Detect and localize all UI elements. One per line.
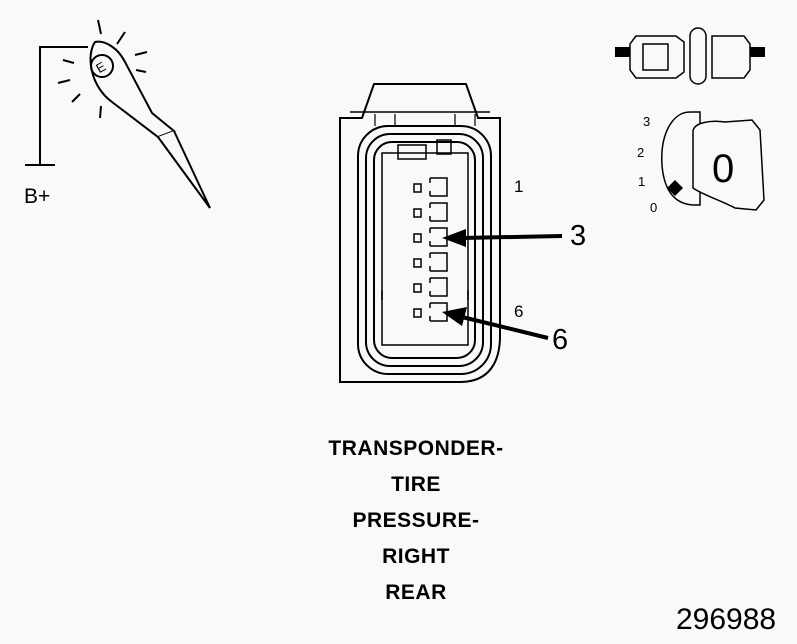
test-light-probe-icon: E [25,19,211,209]
title-line-4: RIGHT [382,545,450,568]
pin-label-last: 6 [514,302,524,321]
key-position-3: 3 [643,114,651,129]
title-line-2: TIRE [391,473,441,496]
callout-label-b: 6 [552,324,569,356]
title-line-1: TRANSPONDER- [328,437,504,460]
key-label: 0 [712,147,735,191]
key-position-0: 0 [650,200,658,215]
pin-label-first: 1 [514,177,524,196]
title-line-5: REAR [385,581,447,604]
key-position-2: 2 [637,145,645,160]
callout-arrow-6 [442,307,549,340]
callout-arrow-3 [442,229,563,247]
ignition-switch-icon [615,27,765,85]
title-line-3: PRESSURE- [352,509,480,532]
key-position-1: 1 [638,174,646,189]
figure-number: 296988 [676,603,777,636]
ignition-key-icon [661,111,765,211]
connector-face-icon [339,83,501,383]
callout-label-a: 3 [570,220,587,252]
b-plus-label: B+ [24,185,51,208]
